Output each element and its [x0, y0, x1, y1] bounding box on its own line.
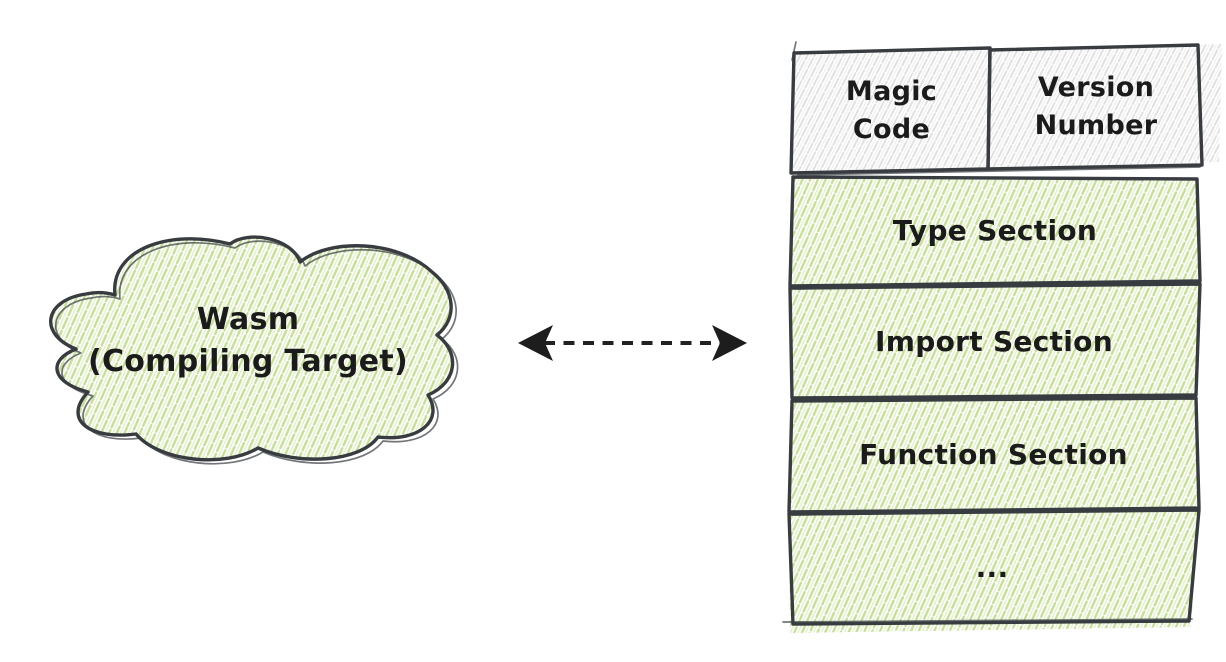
cloud-fill — [50, 237, 453, 460]
import-section-box-fill — [790, 284, 1200, 398]
function-section-box-fill — [789, 398, 1199, 512]
version-number-box-fill — [988, 44, 1222, 169]
wasm-cloud-shape — [49, 235, 459, 465]
cloud-outline-echo — [54, 240, 459, 465]
type-section-box-fill — [790, 177, 1200, 286]
version-number-box-border — [986, 43, 1204, 171]
bidirectional-arrow-icon — [518, 325, 747, 361]
binary-stack-shape — [782, 41, 1222, 633]
arrow-head-left — [518, 325, 553, 361]
cloud-outline — [49, 235, 455, 462]
magic-top-overshoot — [791, 41, 797, 61]
type-section-box-border — [788, 175, 1202, 288]
stack-bottom-overshoot — [782, 618, 1193, 623]
header-bottom-echo — [797, 166, 1201, 176]
function-bottom-echo — [792, 508, 1197, 516]
type-bottom-echo — [794, 282, 1199, 290]
ellipsis-section-box-fill — [789, 510, 1199, 633]
magic-code-box-fill — [791, 48, 990, 173]
function-section-box-border — [787, 396, 1201, 514]
arrow-head-right — [712, 325, 747, 361]
